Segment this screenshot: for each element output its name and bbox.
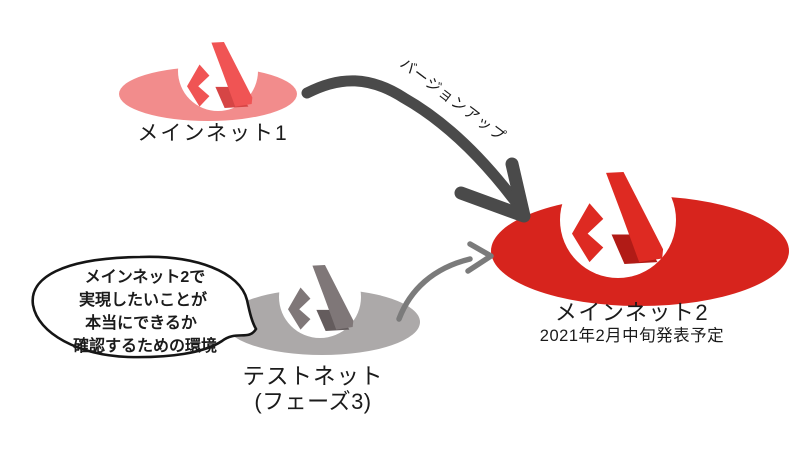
logo-ribbon-apex xyxy=(211,42,253,107)
mainnet2-logo-icon xyxy=(572,172,664,264)
speech-bubble-line-3: 本当にできるか xyxy=(85,313,197,332)
testnet-arrow-head xyxy=(465,241,494,274)
speech-bubble-line-2: 実現したいことが xyxy=(79,290,207,309)
mainnet2-node: メインネット2 2021年2月中旬発表予定 xyxy=(491,162,789,345)
mainnet1-node: メインネット1 xyxy=(119,31,297,145)
upgrade-arrow-head xyxy=(454,157,531,223)
speech-bubble-outline xyxy=(31,255,258,359)
upgrade-arrow-shaft xyxy=(301,75,524,211)
testnet-node: テストネット (フェーズ3) xyxy=(224,256,420,414)
speech-bubble-line-1: メインネット2で xyxy=(85,268,206,286)
logo-ribbon-chevron xyxy=(187,64,210,107)
mainnet2-sublabel: 2021年2月中旬発表予定 xyxy=(540,326,724,345)
mainnet2-label: メインネット2 xyxy=(555,300,709,325)
logo-ribbon-apex xyxy=(312,265,354,330)
testnet-label-line1: テストネット xyxy=(242,364,383,389)
testnet-label-line2: (フェーズ3) xyxy=(254,389,371,414)
testnet-arrow-shaft xyxy=(396,256,473,322)
mainnet1-label: メインネット1 xyxy=(137,122,288,145)
speech-bubble-line-4: 確認するための環境 xyxy=(73,336,217,355)
testnet-logo-icon xyxy=(288,265,354,331)
logo-ribbon-chevron xyxy=(572,203,604,263)
upgrade-arrow: バージョンアップ xyxy=(301,55,531,223)
testnet-to-mainnet2-arrow xyxy=(396,241,494,322)
speech-bubble: メインネット2で 実現したいことが 本当にできるか 確認するための環境 xyxy=(31,255,258,359)
logo-ribbon-apex xyxy=(606,172,664,263)
mainnet1-logo-icon xyxy=(187,42,253,108)
logo-ribbon-chevron xyxy=(288,287,311,330)
